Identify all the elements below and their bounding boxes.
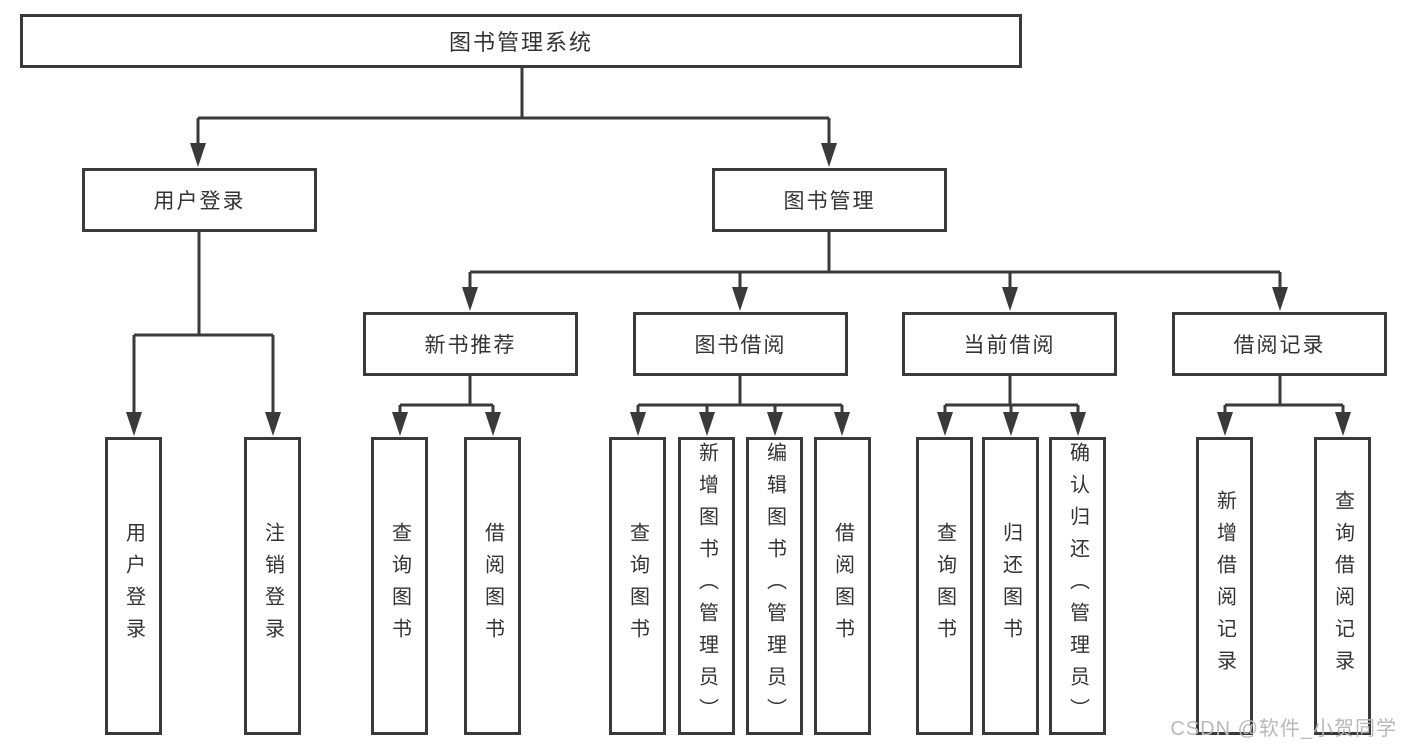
arrowhead-icon [630, 412, 646, 436]
arrowhead-icon [190, 143, 206, 167]
arrowhead-icon [1335, 412, 1351, 436]
leaf-borrow-books: 借阅图书 [814, 437, 871, 735]
leaf-add-borrow-record: 新增借阅记录 [1196, 437, 1253, 735]
csdn-watermark: CSDN @软件_小贺同学 [1170, 718, 1397, 740]
leaf-return-books: 归还图书 [982, 437, 1039, 735]
arrowhead-icon [767, 412, 783, 436]
arrowhead-icon [834, 412, 850, 436]
leaf-edit-books-admin: 编辑图书（管理员） [746, 437, 803, 735]
leaf-label: 查询图书 [388, 522, 411, 650]
leaf-label: 编辑图书（管理员） [763, 442, 786, 730]
node-current-borrow: 当前借阅 [902, 312, 1117, 376]
arrowhead-icon [1002, 287, 1018, 311]
leaf-confirm-return-admin: 确认归还（管理员） [1049, 437, 1106, 735]
arrowhead-icon [1217, 412, 1233, 436]
leaf-label: 查询图书 [933, 522, 956, 650]
leaf-user-login: 用户登录 [105, 437, 162, 735]
leaf-label: 归还图书 [999, 522, 1022, 650]
arrowhead-icon [462, 287, 478, 311]
node-root-system: 图书管理系统 [20, 14, 1022, 68]
leaf-label: 查询图书 [626, 522, 649, 650]
leaf-label: 新增借阅记录 [1213, 490, 1236, 682]
node-user-login: 用户登录 [82, 168, 317, 232]
node-new-book-recommend: 新书推荐 [363, 312, 578, 376]
leaf-label: 查询借阅记录 [1331, 490, 1354, 682]
arrowhead-icon [821, 143, 837, 167]
leaf-borrow-books-recommend: 借阅图书 [464, 437, 521, 735]
arrowhead-icon [126, 412, 142, 436]
arrowhead-icon [1003, 412, 1019, 436]
node-book-management: 图书管理 [712, 168, 947, 232]
arrowhead-icon [265, 412, 281, 436]
leaf-label: 用户登录 [122, 522, 145, 650]
node-borrow-records: 借阅记录 [1172, 312, 1387, 376]
arrowhead-icon [392, 412, 408, 436]
leaf-label: 注销登录 [261, 522, 284, 650]
leaf-logout: 注销登录 [244, 437, 301, 735]
leaf-query-borrow-record: 查询借阅记录 [1314, 437, 1371, 735]
leaf-label: 借阅图书 [481, 522, 504, 650]
leaf-query-books-recommend: 查询图书 [371, 437, 428, 735]
leaf-add-books-admin: 新增图书（管理员） [678, 437, 735, 735]
leaf-label: 新增图书（管理员） [695, 442, 718, 730]
node-book-borrow: 图书借阅 [633, 312, 848, 376]
arrowhead-icon [1070, 412, 1086, 436]
leaf-label: 借阅图书 [831, 522, 854, 650]
leaf-query-books-borrow: 查询图书 [609, 437, 666, 735]
leaf-query-books-current: 查询图书 [916, 437, 973, 735]
arrowhead-icon [937, 412, 953, 436]
arrowhead-icon [699, 412, 715, 436]
arrowhead-icon [1272, 287, 1288, 311]
arrowhead-icon [732, 287, 748, 311]
arrowhead-icon [485, 412, 501, 436]
leaf-label: 确认归还（管理员） [1066, 442, 1089, 730]
